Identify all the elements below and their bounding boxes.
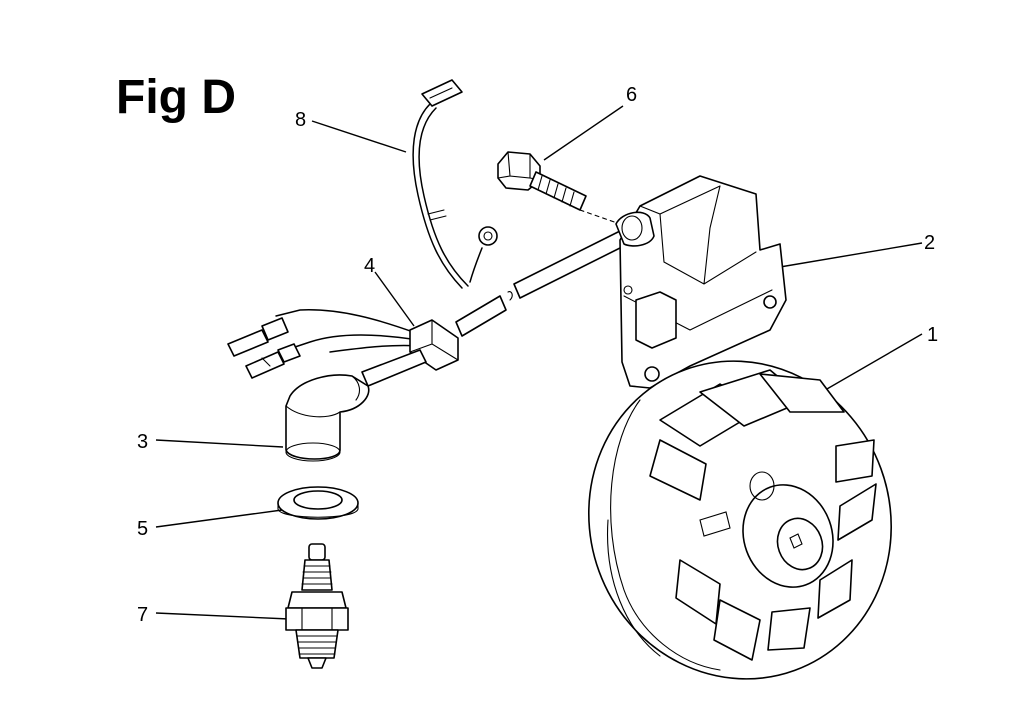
callout-7: 7 [137, 604, 148, 626]
flywheel-drawing [587, 360, 893, 680]
callout-2: 2 [924, 232, 935, 254]
bolt-drawing [497, 151, 621, 225]
wire-clamp-drawing [409, 227, 633, 371]
plug-cap-drawing [285, 349, 427, 462]
callout-labels: 1 2 3 4 5 6 7 8 [137, 84, 938, 626]
callout-8: 8 [295, 109, 306, 131]
callout-1: 1 [927, 324, 938, 346]
callout-5: 5 [137, 518, 148, 540]
plug-seal-washer-drawing [277, 486, 359, 520]
callout-4: 4 [364, 255, 375, 277]
figure-title: Fig D [116, 71, 236, 124]
wiring-harness-drawing [227, 79, 498, 379]
leader-lines [155, 105, 923, 620]
spark-plug-drawing [285, 543, 349, 669]
ignition-coil-drawing [615, 175, 787, 389]
callout-3: 3 [137, 431, 148, 453]
callout-6: 6 [626, 84, 637, 106]
